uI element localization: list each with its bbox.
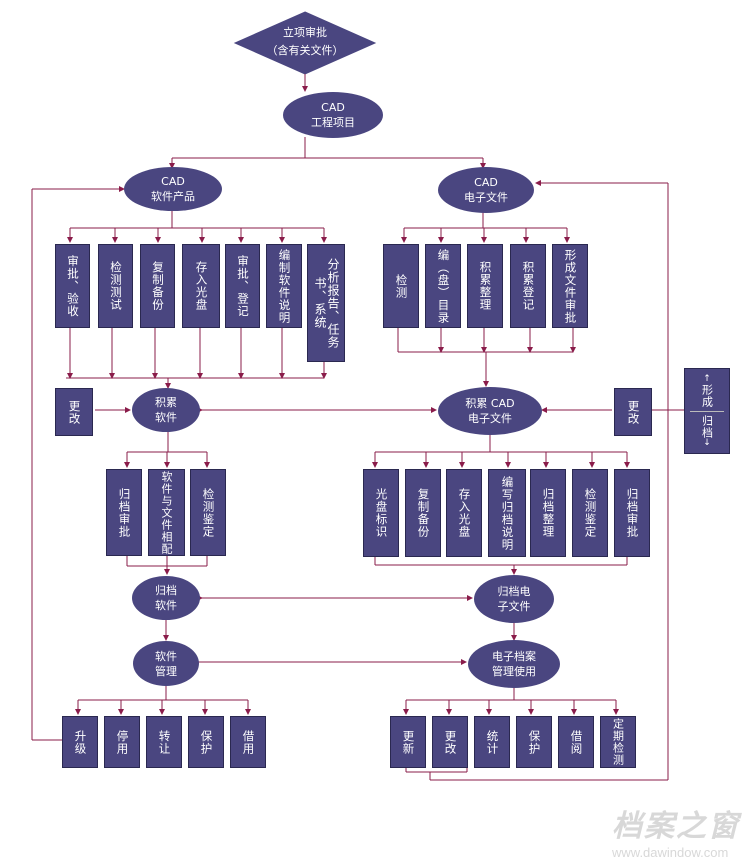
right-mgmt-line1: 电子档案: [492, 650, 536, 663]
right-task-0: 检测: [383, 244, 419, 328]
right-mgmt-line2: 管理使用: [492, 665, 536, 678]
left-header-line1: CAD: [161, 175, 185, 188]
left-archived-line2: 软件: [155, 599, 177, 612]
left-task-1: 检测测试: [98, 244, 133, 328]
legend-box: ↑ 形成 归档 ↓: [684, 368, 730, 454]
cad-electronic-files-node: CAD 电子文件: [438, 167, 534, 213]
accumulated-cad-files-node: 积累 CAD 电子文件: [438, 387, 542, 435]
left-accum-line1: 积累: [155, 396, 177, 409]
right-archive-task-2: 存入光盘: [446, 469, 482, 557]
right-archived-line1: 归档电: [497, 585, 531, 598]
start-line2: （含有关文件）: [266, 44, 344, 57]
left-archive-task-0: 归档审批: [106, 469, 142, 556]
left-task-5: 编制软件说明: [266, 244, 302, 328]
cad-software-product-node: CAD 软件产品: [124, 167, 222, 211]
left-header-line2: 软件产品: [151, 190, 195, 203]
software-management-node: 软件 管理: [133, 641, 199, 686]
right-action-2: 统计: [474, 716, 510, 768]
archived-software-node: 归档 软件: [132, 576, 200, 620]
left-change-box: 更改: [55, 388, 93, 436]
right-header-line1: CAD: [474, 176, 498, 189]
legend-divider: [690, 410, 724, 412]
left-mgmt-line1: 软件: [155, 649, 177, 663]
up-arrow-icon: ↑: [703, 373, 711, 384]
start-line1: 立项审批: [283, 26, 327, 39]
right-action-5: 定期检测: [600, 716, 636, 768]
watermark-url: www.dawindow.com: [612, 845, 729, 860]
right-archived-line2: 子文件: [497, 600, 531, 613]
right-task-4: 形成文件审批: [552, 244, 588, 328]
right-archive-task-5: 检测鉴定: [572, 469, 608, 557]
right-action-1: 更改: [432, 716, 468, 768]
cad-project-line1: CAD: [321, 101, 345, 114]
left-action-2: 转让: [146, 716, 182, 768]
right-archive-task-4: 归档整理: [530, 469, 566, 557]
watermark-brand: 档案之窗: [612, 810, 740, 843]
right-archive-task-1: 复制备份: [405, 469, 441, 557]
left-accum-line2: 软件: [155, 411, 177, 424]
right-archive-task-3: 编写归档说明: [488, 469, 526, 557]
left-archive-task-1: 软件与文件相配: [148, 469, 185, 556]
left-mgmt-line2: 管理: [155, 664, 177, 678]
right-action-0: 更新: [390, 716, 426, 768]
right-action-4: 借阅: [558, 716, 594, 768]
legend-bottom-label: 归档: [700, 414, 714, 439]
archived-electronic-files-node: 归档电 子文件: [474, 575, 554, 623]
accumulated-software-node: 积累 软件: [132, 388, 200, 432]
left-action-1: 停用: [104, 716, 140, 768]
cad-project-line2: 工程项目: [311, 116, 355, 129]
watermark: 档案之窗 www.dawindow.com: [612, 801, 740, 860]
right-task-3: 积累登记: [510, 244, 546, 328]
left-task-0: 审批、验收: [55, 244, 90, 328]
right-change-box: 更改: [614, 388, 652, 436]
right-task-1: 编（盘）目录: [425, 244, 461, 328]
left-archive-task-2: 检测鉴定: [190, 469, 226, 556]
right-archive-task-0: 光盘标识: [363, 469, 399, 557]
left-archived-line1: 归档: [155, 584, 177, 597]
left-task-4: 审批、登记: [225, 244, 260, 328]
right-task-2: 积累整理: [467, 244, 503, 328]
right-accum-line2: 电子文件: [468, 412, 512, 425]
right-header-line2: 电子文件: [464, 191, 508, 204]
electronic-archive-management-node: 电子档案 管理使用: [468, 640, 560, 688]
down-arrow-icon: ↓: [703, 437, 711, 448]
left-task-3: 存入光盘: [182, 244, 220, 328]
left-task-2: 复制备份: [140, 244, 175, 328]
right-archive-task-6: 归档审批: [614, 469, 650, 557]
start-diamond-label: 立项审批 （含有关文件）: [262, 24, 348, 60]
left-action-3: 保护: [188, 716, 224, 768]
legend-top-label: 形成: [700, 383, 714, 408]
right-action-3: 保护: [516, 716, 552, 768]
left-action-0: 升级: [62, 716, 98, 768]
right-accum-line1: 积累 CAD: [465, 397, 515, 410]
left-task-6: 分析报告、任务书、系统: [307, 244, 345, 362]
cad-project-node: CAD 工程项目: [283, 92, 383, 138]
left-action-4: 借用: [230, 716, 266, 768]
